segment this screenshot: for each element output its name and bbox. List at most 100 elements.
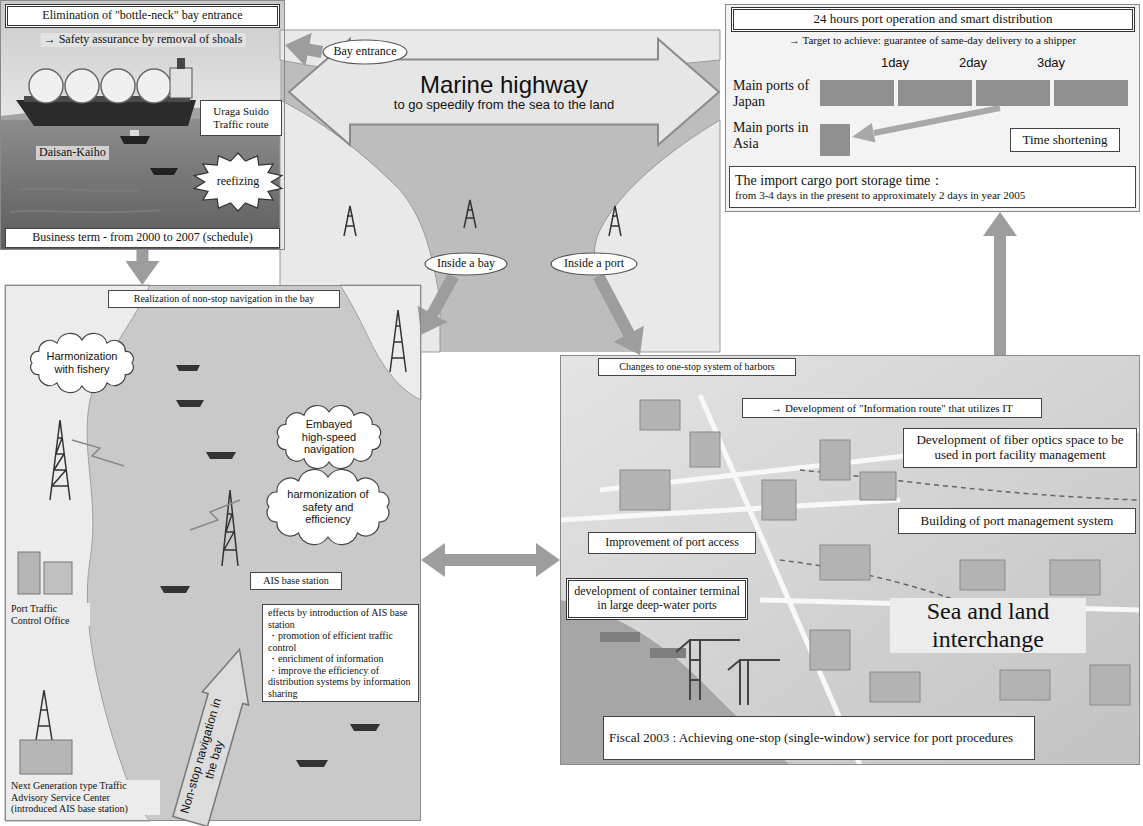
panel: 24 hours port operation and smart distri… xyxy=(725,4,1140,212)
building xyxy=(640,400,680,430)
note-box: AIS base station xyxy=(250,572,342,590)
waves xyxy=(10,189,160,212)
day-bar xyxy=(976,80,1050,106)
ship xyxy=(296,760,328,767)
ais-tower xyxy=(390,310,406,372)
ship xyxy=(160,586,190,593)
container-stack xyxy=(600,632,640,642)
city-ground xyxy=(560,355,1140,765)
note-box: effects by introduction of AIS base stat… xyxy=(262,604,419,702)
node-text: Inside a port xyxy=(560,257,628,271)
delivery-chart xyxy=(725,4,1140,212)
connector-line xyxy=(136,250,148,262)
note-box: Uraga Suido Traffic route xyxy=(200,100,282,136)
node-text: ・enrichment of information xyxy=(268,653,413,665)
ais-tower xyxy=(50,420,70,500)
building xyxy=(870,672,920,702)
building xyxy=(1000,670,1050,700)
day-bar xyxy=(898,80,972,106)
ellipse-tag: Inside a bay xyxy=(424,252,508,276)
arrowhead xyxy=(536,543,560,577)
panel-note: Port Traffic Control Office xyxy=(8,603,90,626)
arrowhead xyxy=(421,543,445,577)
note-box: → Development of "Information route" tha… xyxy=(742,398,1042,418)
flow-arrow-shape xyxy=(167,643,262,826)
ellipse-shape xyxy=(323,40,407,64)
bay-water xyxy=(5,285,421,821)
cloud-bubble: Harmonization with fishery xyxy=(25,333,139,393)
node-text: Business term - from 2000 to 2007 (sched… xyxy=(11,231,274,245)
lng-tank xyxy=(101,69,135,103)
node-text: to go speedily from the sea to the land xyxy=(352,98,656,113)
ais-tower xyxy=(36,690,52,740)
ship-bridge xyxy=(170,68,192,98)
lng-tank xyxy=(137,69,171,103)
lng-tank xyxy=(29,69,63,103)
node-text: ・promotion of efficient traffic control xyxy=(268,630,413,653)
antenna-tower xyxy=(464,200,476,228)
node-text: Time shortening xyxy=(1016,133,1114,148)
title-box: Elimination of "bottle-neck" bay entranc… xyxy=(5,4,280,28)
antenna-tower xyxy=(344,206,356,236)
connector-line xyxy=(444,554,537,566)
node-text: harmonization of safety and efficiency xyxy=(282,488,374,526)
sea xyxy=(0,116,285,250)
day-bar xyxy=(820,80,894,106)
note-box: Fiscal 2003 : Achieving one-stop (single… xyxy=(603,716,1035,760)
connector xyxy=(598,276,643,355)
cloud-shape xyxy=(31,333,134,392)
panel-note: → Target to achieve: guarantee of same-d… xyxy=(789,34,1076,47)
connector-line xyxy=(432,276,453,315)
ship xyxy=(350,724,380,731)
node-text: Building of port management system xyxy=(904,514,1130,529)
starburst: reefizing xyxy=(192,152,284,212)
node-text: Marine highway xyxy=(352,71,656,99)
cloud-bubble: Embayed high-speed navigation xyxy=(272,405,386,469)
row-label: Main ports in Asia xyxy=(733,120,817,152)
node-text: Changes to one-stop system of harbors xyxy=(604,361,790,373)
building xyxy=(620,470,670,510)
container-crane xyxy=(728,660,780,705)
node-text: development of container terminal in lar… xyxy=(574,585,740,613)
container-stack xyxy=(650,648,686,658)
ship xyxy=(176,400,204,407)
bay-navigation-map xyxy=(5,285,421,821)
panel: Realization of non-stop navigation in th… xyxy=(5,285,421,821)
node-text: Realization of non-stop navigation in th… xyxy=(114,293,334,305)
node-text: AIS base station xyxy=(256,575,336,587)
flow-arrow: Non-stop navigation in the bay xyxy=(166,642,264,826)
building xyxy=(690,432,720,467)
starburst-shape xyxy=(194,153,282,211)
building xyxy=(820,545,870,580)
photo-ground xyxy=(0,0,285,250)
node-text: Improvement of port access xyxy=(594,536,750,550)
node-text: Development of fiber optics space to be … xyxy=(909,433,1131,463)
land xyxy=(5,285,150,821)
service-center-building xyxy=(20,740,72,774)
note-box: Building of port management system xyxy=(898,508,1136,534)
note-box: Business term - from 2000 to 2007 (sched… xyxy=(5,228,280,248)
node-text: → Development of "Information route" tha… xyxy=(748,402,1036,415)
road xyxy=(560,395,1140,765)
node-text: Uraga Suido Traffic route xyxy=(206,105,276,130)
land xyxy=(594,120,720,352)
tug-boat xyxy=(120,136,150,144)
ship xyxy=(206,452,236,459)
node-text: Embayed high-speed navigation xyxy=(294,418,364,456)
node-text: Bay entrance xyxy=(332,45,398,59)
node-text: Harmonization with fishery xyxy=(45,350,119,375)
arrowhead xyxy=(285,33,312,66)
axis-label: 1day xyxy=(881,56,909,71)
shortening-arrow xyxy=(874,108,1000,133)
land xyxy=(340,285,421,400)
building xyxy=(762,480,796,520)
connector xyxy=(418,276,454,335)
title-box: development of container terminal in lar… xyxy=(566,578,748,620)
arrowhead xyxy=(418,306,448,335)
double-arrow-shape xyxy=(289,39,719,145)
cloud-shape xyxy=(277,406,380,469)
node-text: effects by introduction of AIS base stat… xyxy=(268,607,413,630)
building xyxy=(820,440,850,480)
